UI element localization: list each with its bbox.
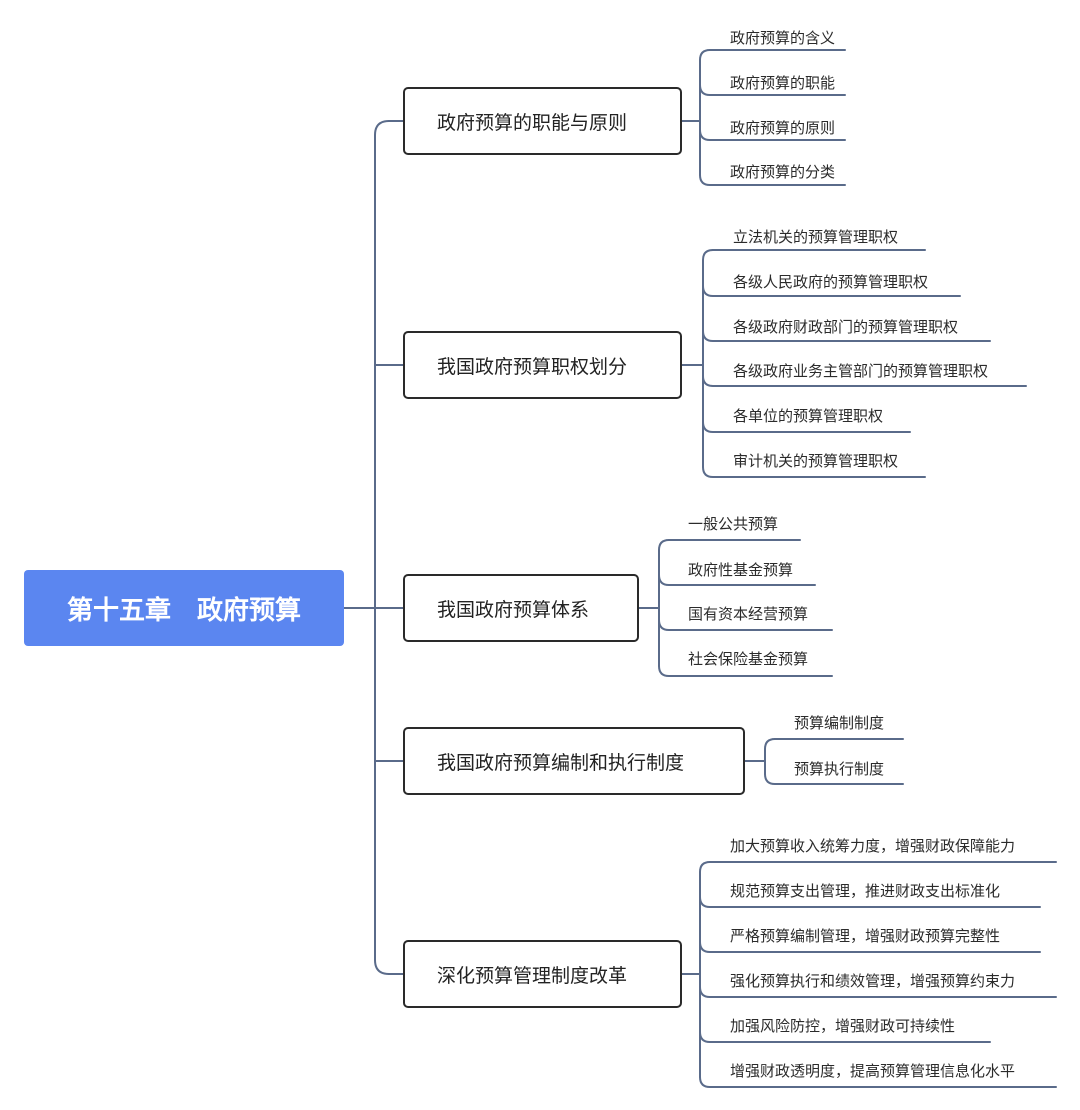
leaf-unit-authority[interactable]: 各单位的预算管理职权 <box>733 407 884 425</box>
group-5-spine <box>699 861 711 1078</box>
leaf-social-insurance-budget[interactable]: 社会保险基金预算 <box>688 650 809 668</box>
leaf-reform-expenditure[interactable]: 规范预算支出管理，推进财政支出标准化 <box>730 882 1001 900</box>
leaf-budget-meaning[interactable]: 政府预算的含义 <box>730 29 836 47</box>
leaf-reform-transparency[interactable]: 增强财政透明度，提高预算管理信息化水平 <box>730 1062 1016 1080</box>
leaf-general-public-budget[interactable]: 一般公共预算 <box>688 515 779 533</box>
branch-budget-system[interactable]: 我国政府预算体系 <box>403 574 639 642</box>
leaf-reform-compilation[interactable]: 严格预算编制管理，增强财政预算完整性 <box>730 927 1001 945</box>
branch-functions-principles[interactable]: 政府预算的职能与原则 <box>403 87 682 155</box>
root-topic[interactable]: 第十五章 政府预算 <box>24 570 344 646</box>
leaf-government-fund-budget[interactable]: 政府性基金预算 <box>688 561 794 579</box>
group-3-spine <box>658 539 670 667</box>
group-1-spine <box>699 49 711 176</box>
trunk-line <box>374 120 390 975</box>
leaf-business-dept-authority[interactable]: 各级政府业务主管部门的预算管理职权 <box>733 362 989 380</box>
leaf-legislature-authority[interactable]: 立法机关的预算管理职权 <box>733 228 899 246</box>
leaf-reform-revenue[interactable]: 加大预算收入统筹力度，增强财政保障能力 <box>730 837 1016 855</box>
group-2-spine <box>702 249 714 468</box>
branch-management-reform[interactable]: 深化预算管理制度改革 <box>403 940 682 1008</box>
leaf-finance-dept-authority[interactable]: 各级政府财政部门的预算管理职权 <box>733 318 959 336</box>
leaf-state-capital-budget[interactable]: 国有资本经营预算 <box>688 605 809 623</box>
leaf-execution-system[interactable]: 预算执行制度 <box>794 760 885 778</box>
leaf-reform-risk[interactable]: 加强风险防控，增强财政可持续性 <box>730 1017 956 1035</box>
leaf-government-authority[interactable]: 各级人民政府的预算管理职权 <box>733 273 929 291</box>
branch-authority-division[interactable]: 我国政府预算职权划分 <box>403 331 682 399</box>
leaf-audit-authority[interactable]: 审计机关的预算管理职权 <box>733 452 899 470</box>
group-4-spine <box>764 738 776 775</box>
leaf-budget-classification[interactable]: 政府预算的分类 <box>730 163 836 181</box>
leaf-budget-principles[interactable]: 政府预算的原则 <box>730 119 836 137</box>
leaf-compilation-system[interactable]: 预算编制制度 <box>794 714 885 732</box>
leaf-budget-functions[interactable]: 政府预算的职能 <box>730 74 836 92</box>
branch-compilation-execution[interactable]: 我国政府预算编制和执行制度 <box>403 727 745 795</box>
leaf-reform-execution[interactable]: 强化预算执行和绩效管理，增强预算约束力 <box>730 972 1016 990</box>
